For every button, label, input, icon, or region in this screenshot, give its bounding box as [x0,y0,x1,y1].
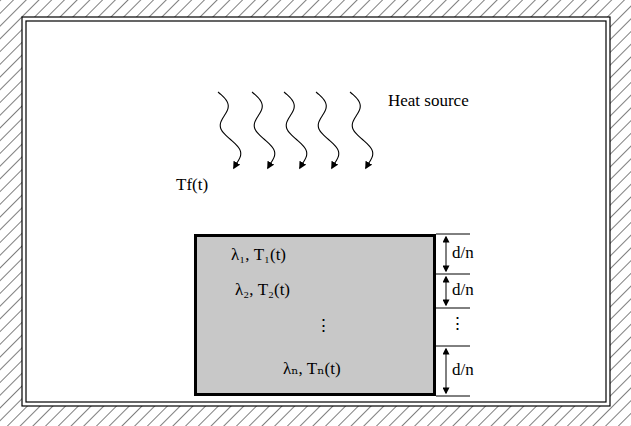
layer-box: λ₂, T₂(t) [194,273,436,308]
layer-label: λ₂, T₂(t) [235,281,290,300]
layer-label: λ₁, T₁(t) [231,246,286,265]
temperature-label: Tf(t) [176,176,208,195]
dimension-label: d/n [452,244,474,263]
layer-box: ⋮ [194,307,436,346]
heat-wave-arrow [252,92,275,168]
heat-wave-arrow [284,92,307,168]
heat-wave-arrow [316,92,339,168]
layer-box: λ₁, T₁(t) [194,234,436,274]
dimension-label: d/n [452,281,474,300]
dimension-label: d/n [452,361,474,380]
layer-label: λₙ, Tₙ(t) [283,360,341,379]
layer-box: λₙ, Tₙ(t) [194,345,436,396]
dimension-dots: ⋮ [449,315,466,334]
heat-source-label: Heat source [388,92,469,111]
enclosure-outer-line [22,17,610,406]
heat-waves [218,92,373,168]
enclosure-inner-line [26,21,606,402]
layer-label: ⋮ [315,317,332,336]
heat-wave-arrow [218,92,241,168]
heat-wave-arrow [350,92,373,168]
